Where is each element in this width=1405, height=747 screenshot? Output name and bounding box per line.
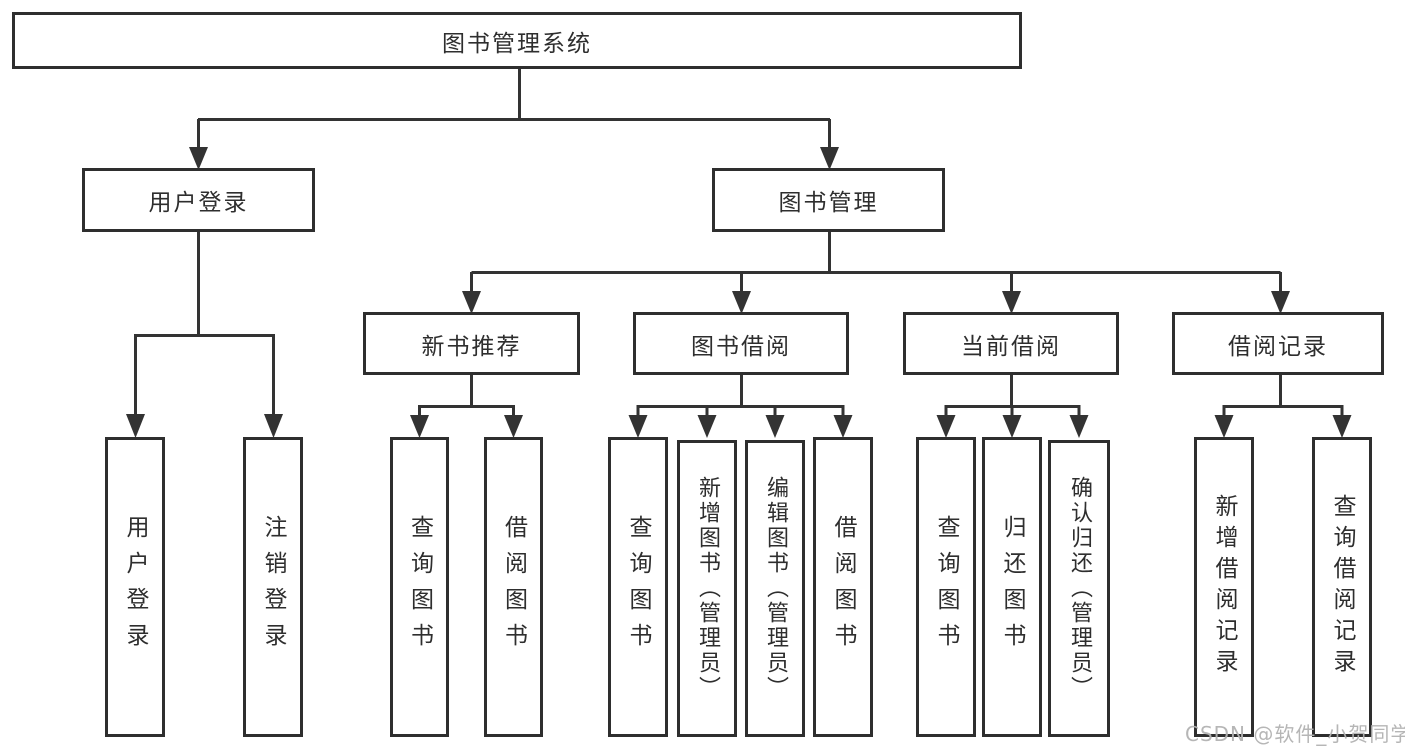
arrow-down-icon <box>410 415 429 438</box>
arrow-down-icon <box>1002 291 1021 314</box>
arrow-down-icon <box>504 415 523 438</box>
node-user-login: 用户登录 <box>82 168 315 232</box>
arrow-down-icon <box>833 415 853 438</box>
arrow-down-icon <box>1069 415 1089 438</box>
arrow-down-icon <box>264 414 283 438</box>
watermark: CSDN @软件_小贺同学 <box>1185 722 1405 746</box>
arrow-down-icon <box>1214 415 1234 438</box>
leaf-confirm-return-admin: 确认归还（管理员） <box>1048 440 1110 737</box>
arrow-down-icon <box>732 291 751 314</box>
arrow-down-icon <box>628 415 648 438</box>
arrow-down-icon <box>697 415 717 438</box>
arrow-down-icon <box>765 415 785 438</box>
arrow-down-icon <box>1271 291 1290 314</box>
leaf-logout-login: 注销登录 <box>243 437 303 737</box>
leaf-query-books-borrowing: 查询图书 <box>608 437 668 737</box>
node-book-borrowing: 图书借阅 <box>633 312 849 375</box>
leaf-edit-books-admin: 编辑图书（管理员） <box>745 440 805 737</box>
leaf-query-borrow-record: 查询借阅记录 <box>1312 437 1372 737</box>
leaf-return-books: 归还图书 <box>982 437 1042 737</box>
arrow-down-icon <box>126 414 145 438</box>
leaf-borrow-books-recommend: 借阅图书 <box>484 437 543 737</box>
arrow-down-icon <box>462 291 481 314</box>
leaf-query-books-recommend: 查询图书 <box>390 437 449 737</box>
arrow-down-icon <box>936 415 956 438</box>
leaf-borrow-books-borrowing: 借阅图书 <box>813 437 873 737</box>
arrow-down-icon <box>820 147 839 170</box>
arrow-down-icon <box>189 147 208 170</box>
leaf-add-borrow-record: 新增借阅记录 <box>1194 437 1254 737</box>
node-library-management-system: 图书管理系统 <box>12 12 1022 69</box>
node-book-management: 图书管理 <box>712 168 945 232</box>
node-current-borrowing: 当前借阅 <box>903 312 1119 375</box>
node-borrowing-records: 借阅记录 <box>1172 312 1384 375</box>
leaf-user-login: 用户登录 <box>105 437 165 737</box>
arrow-down-icon <box>1002 415 1022 438</box>
arrow-down-icon <box>1332 415 1352 438</box>
leaf-add-books-admin: 新增图书（管理员） <box>677 440 737 737</box>
leaf-query-books-current: 查询图书 <box>916 437 976 737</box>
node-new-book-recommendation: 新书推荐 <box>363 312 580 375</box>
